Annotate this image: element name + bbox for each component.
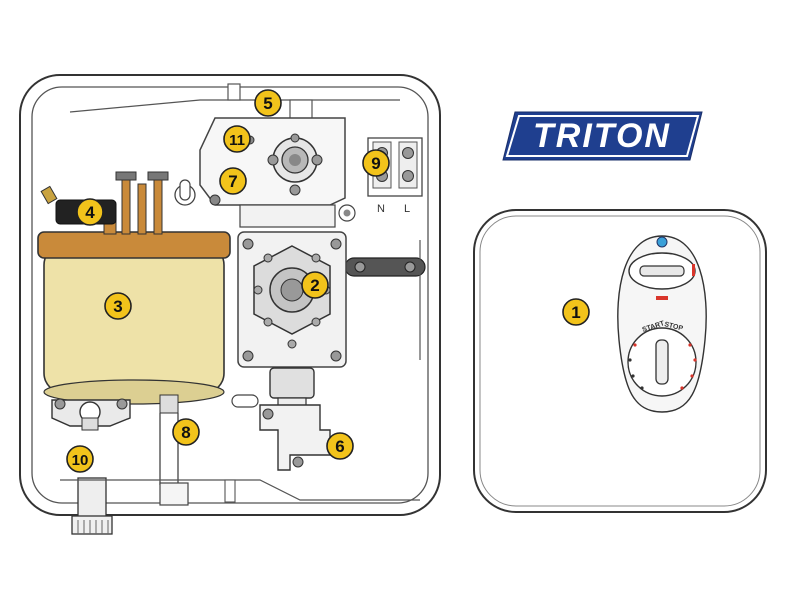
callout-7: 7 xyxy=(219,167,247,195)
callout-badge xyxy=(326,432,354,460)
callout-10: 10 xyxy=(66,445,94,473)
callout-badge xyxy=(562,298,590,326)
pressure-relief-pipe xyxy=(159,394,189,506)
outlet-pipe xyxy=(259,404,331,471)
callout-4: 4 xyxy=(76,198,104,226)
callout-number: 4 xyxy=(85,203,95,222)
triton-logo-text: TRITON xyxy=(533,117,671,155)
callout-6: 6 xyxy=(326,432,354,460)
inlet-assembly xyxy=(51,398,131,535)
callout-number: 8 xyxy=(181,423,190,442)
callout-number: 1 xyxy=(571,303,580,322)
control-panel: START STOP xyxy=(617,235,707,413)
callout-number: 5 xyxy=(263,94,272,113)
terminal-label-neutral: N xyxy=(377,203,385,215)
triton-logo: TRITON xyxy=(502,111,703,161)
callout-badge xyxy=(254,89,282,117)
callout-number: 6 xyxy=(335,437,344,456)
callout-1: 1 xyxy=(562,298,590,326)
top-rail xyxy=(69,99,400,113)
callout-number: 10 xyxy=(72,452,89,469)
flow-valve xyxy=(237,231,347,368)
stop-label: STOP xyxy=(664,321,684,332)
callout-badge xyxy=(76,198,104,226)
callout-badge xyxy=(219,167,247,195)
heater-can xyxy=(37,171,231,405)
callout-9: 9 xyxy=(362,149,390,177)
callout-3: 3 xyxy=(104,292,132,320)
callout-badge xyxy=(104,292,132,320)
callout-number: 3 xyxy=(113,297,122,316)
power-indicator-light xyxy=(656,236,668,248)
callout-number: 2 xyxy=(310,276,319,295)
callout-markers: 1 2 3 4 5 6 7 8 9 10 11 xyxy=(66,89,590,473)
callout-8: 8 xyxy=(172,418,200,446)
callout-badge xyxy=(362,149,390,177)
callout-badge xyxy=(223,125,251,153)
inlet-pipe xyxy=(77,477,107,521)
callout-number: 7 xyxy=(228,172,237,191)
callout-badge xyxy=(66,445,94,473)
closed-unit-cover xyxy=(473,209,767,513)
bottom-rail xyxy=(60,479,420,501)
callout-11: 11 xyxy=(223,125,251,153)
callout-number: 9 xyxy=(371,154,380,173)
callout-5: 5 xyxy=(254,89,282,117)
callout-2: 2 xyxy=(301,271,329,299)
callout-badge xyxy=(172,418,200,446)
callout-number: 11 xyxy=(229,132,245,149)
callout-badge xyxy=(301,271,329,299)
terminal-label-live: L xyxy=(404,203,410,215)
valve-outlet-nut xyxy=(269,367,315,399)
